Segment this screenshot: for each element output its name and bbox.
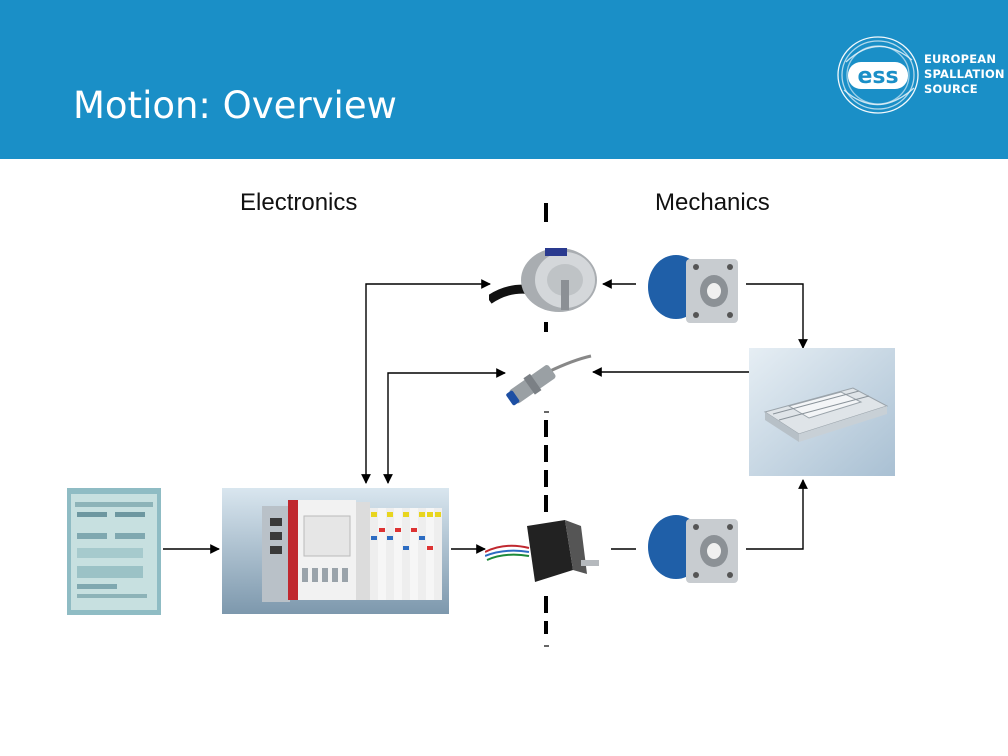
encoder-feedback-arrow [361,279,491,484]
stage-to-gearbox-top-arrow [746,283,808,349]
screen-photo [67,488,161,615]
ess-logo: ess [837,36,919,114]
mechanics-label: Mechanics [655,189,770,216]
logo-wordmark: EUROPEAN SPALLATION SOURCE [924,52,1005,97]
gearbox-top-photo [638,237,744,345]
electronics-label: Electronics [240,189,358,216]
encoder-photo [489,248,597,312]
plc-photo [222,488,449,614]
page-title: Motion: Overview [73,84,397,127]
sensor-feedback-arrow [383,368,506,484]
logo-line-3: SOURCE [924,82,978,96]
stepper-photo [485,520,599,582]
linear-stage-photo [749,348,895,476]
logo-line-1: EUROPEAN [924,52,997,66]
logo-line-2: SPALLATION [924,67,1005,81]
logo-mark-text: ess [857,64,898,89]
gearbox-bottom-photo [638,497,744,605]
gearbox-bottom-to-stage-arrow [746,479,808,550]
sensor-photo [506,354,592,406]
header-bar [0,0,1008,159]
